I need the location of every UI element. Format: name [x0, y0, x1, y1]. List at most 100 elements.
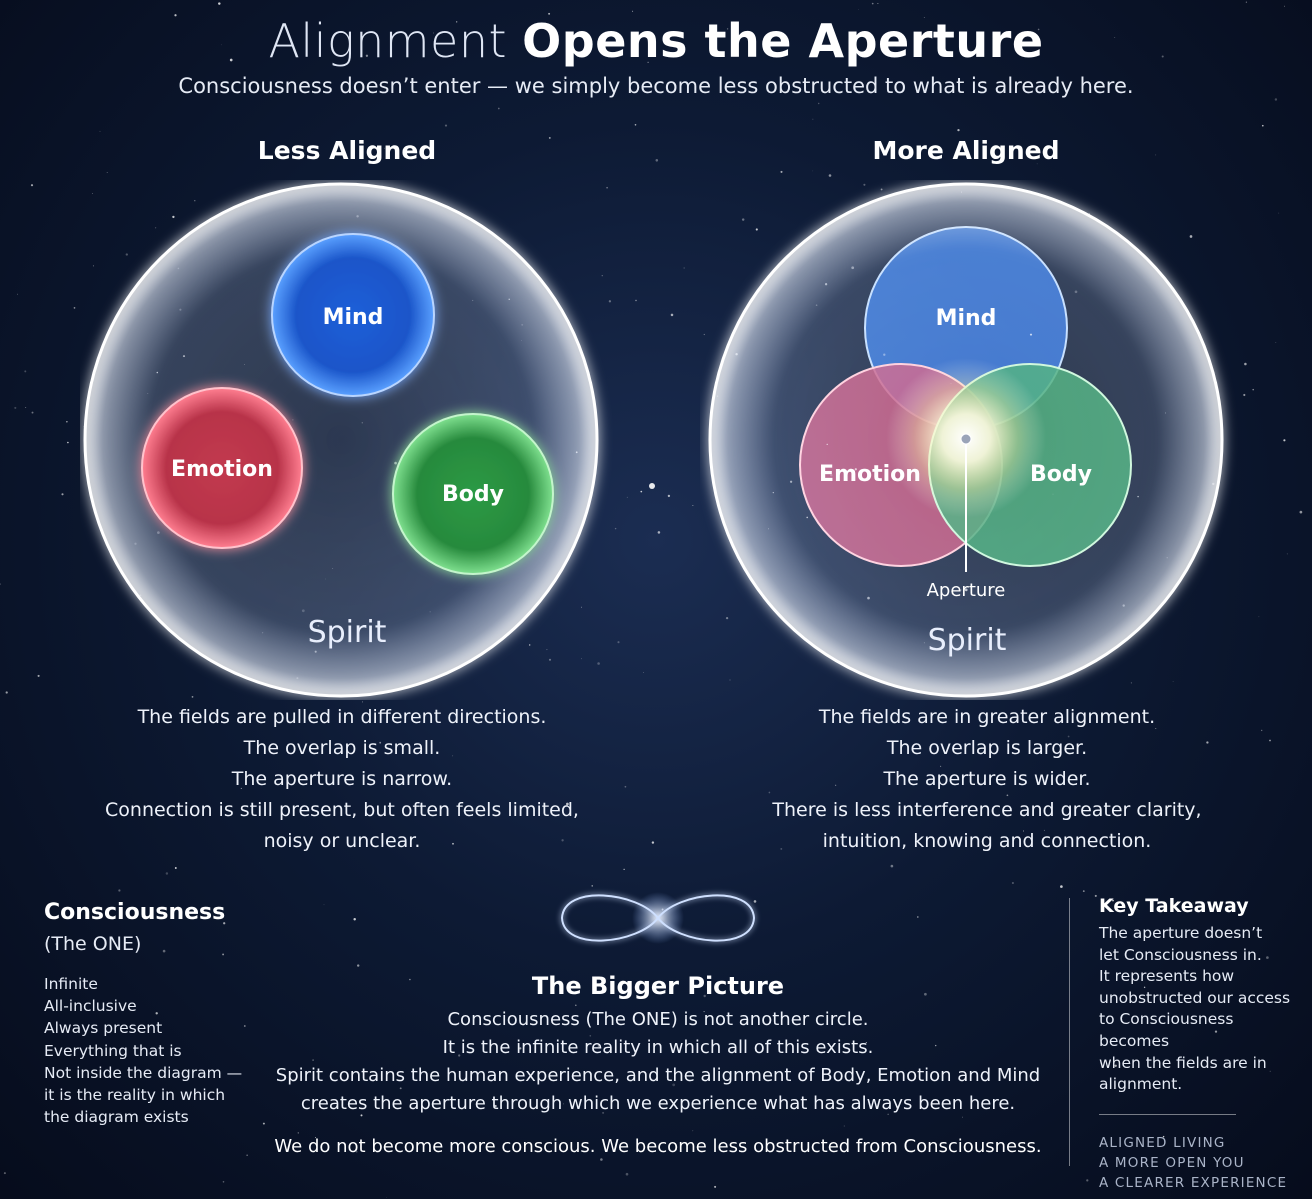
tagline: A CLEARER EXPERIENCE [1099, 1174, 1288, 1191]
star [220, 44, 222, 46]
star [92, 193, 93, 195]
star [55, 942, 58, 946]
star [940, 765, 942, 767]
star [365, 54, 369, 57]
star [191, 696, 194, 698]
closing-statement: We do not become more conscious. We beco… [274, 1136, 1042, 1157]
star [458, 1054, 461, 1057]
star [1189, 235, 1193, 238]
star [566, 802, 569, 806]
star [355, 1150, 358, 1153]
mind-circle [271, 233, 435, 397]
star [1086, 1179, 1089, 1182]
star [66, 421, 68, 423]
star [1246, 906, 1248, 908]
star [383, 147, 385, 149]
star [1094, 894, 1097, 897]
star [632, 10, 634, 12]
key-takeaway-section: Key Takeaway The aperture doesn’t let Co… [1099, 895, 1304, 1193]
star [597, 662, 600, 665]
takeaway-line: unobstructed our access [1099, 988, 1291, 1007]
star [634, 123, 637, 126]
star [494, 1104, 497, 1108]
star [1261, 729, 1263, 732]
star [1167, 805, 1170, 807]
star [31, 411, 34, 414]
star [768, 791, 771, 794]
star [444, 124, 448, 127]
consciousness-subheading: (The ONE) [44, 933, 142, 955]
description-line: The fields are in greater alignment. [818, 706, 1156, 728]
star [100, 1056, 102, 1057]
page-title: Alignment Opens the Aperture [0, 14, 1312, 68]
mind-label: Mind [936, 306, 997, 331]
star [1060, 885, 1063, 888]
star [575, 1004, 577, 1007]
star [1252, 388, 1254, 391]
star [546, 649, 548, 651]
mind-label: Mind [323, 305, 384, 330]
consciousness-heading: Consciousness [44, 900, 226, 925]
star [203, 716, 205, 718]
star [617, 641, 620, 644]
star [861, 90, 864, 93]
star [561, 839, 564, 842]
star [154, 227, 157, 229]
star [1286, 553, 1288, 555]
star [106, 172, 108, 173]
body-line: Consciousness (The ONE) is not another c… [447, 1009, 869, 1030]
star [625, 1172, 629, 1176]
star [916, 916, 919, 918]
star [1155, 728, 1157, 730]
star [452, 842, 454, 845]
more-aligned-description: The fields are in greater alignment. The… [707, 702, 1267, 857]
takeaway-line: alignment. [1099, 1075, 1183, 1094]
star [608, 300, 612, 303]
star [817, 102, 820, 105]
star [240, 787, 242, 789]
star [17, 293, 19, 295]
star [692, 504, 694, 506]
star [222, 1181, 225, 1183]
aperture-point [960, 433, 972, 445]
description-line: There is less interference and greater c… [772, 799, 1202, 821]
star [865, 1042, 867, 1044]
star [1281, 1178, 1283, 1180]
star [25, 407, 27, 409]
star [703, 994, 706, 998]
bigger-picture-section: The Bigger Picture Consciousness (The ON… [240, 972, 1076, 1157]
star [174, 867, 177, 869]
star [1006, 794, 1009, 797]
star [563, 1103, 564, 1105]
star [741, 218, 745, 221]
star [1101, 1142, 1104, 1145]
description-line: noisy or unclear. [263, 830, 421, 852]
star [548, 658, 552, 661]
star [1299, 510, 1303, 514]
star [125, 253, 128, 256]
star [657, 531, 661, 534]
star [314, 1136, 317, 1139]
star [877, 2, 879, 5]
star [456, 21, 458, 23]
star [99, 130, 101, 132]
star [5, 691, 8, 694]
tagline: A MORE OPEN YOU [1099, 1154, 1245, 1171]
star [353, 917, 356, 921]
star [624, 785, 627, 788]
infinity-icon [560, 892, 756, 944]
star [1143, 986, 1146, 989]
star [601, 275, 603, 277]
star [1269, 1070, 1271, 1072]
less-aligned-title: Less Aligned [257, 136, 437, 165]
star [165, 872, 169, 875]
star [349, 1146, 351, 1148]
star [1037, 28, 1040, 31]
star [194, 200, 196, 202]
star [0, 583, 1, 585]
star [924, 992, 927, 996]
star [1214, 1030, 1218, 1033]
star [229, 58, 233, 62]
list-item: Everything that is [44, 1041, 182, 1060]
star [452, 755, 454, 757]
